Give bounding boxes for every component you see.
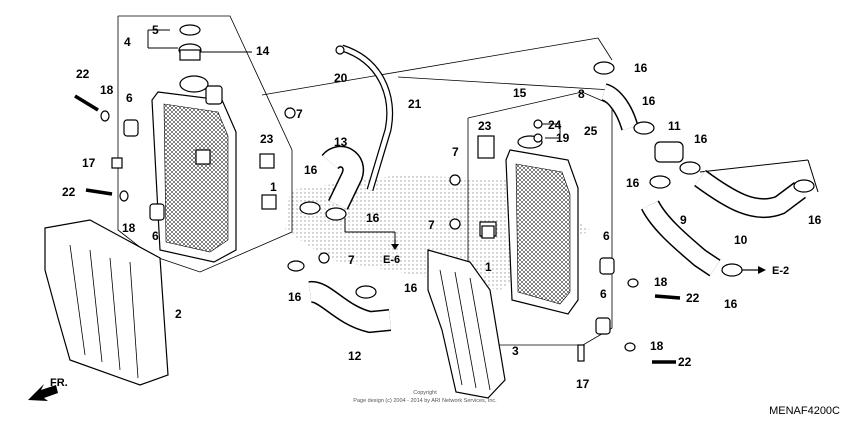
left-radiator — [151, 75, 237, 263]
callout-5: 5 — [152, 23, 159, 37]
callout-22c: 22 — [686, 291, 700, 305]
callout-16g: 16 — [694, 132, 708, 146]
diagram-code: MENAF4200C — [769, 405, 840, 417]
hose-8 — [600, 83, 639, 131]
callout-18a: 18 — [100, 83, 114, 97]
callout-11: 11 — [668, 119, 681, 133]
callout-24: 24 — [548, 118, 562, 132]
callout-3: 3 — [512, 344, 519, 358]
callout-7c: 7 — [452, 145, 459, 159]
misc-parts — [111, 45, 585, 362]
callout-6c: 6 — [603, 229, 610, 243]
reference-labels: E-6 E-2 FR. — [50, 254, 789, 389]
washers — [100, 110, 639, 352]
joint-11 — [654, 141, 684, 163]
callout-2: 2 — [175, 307, 182, 321]
ref-e6: E-6 — [383, 254, 400, 266]
callout-6b: 6 — [152, 229, 159, 243]
callout-16e: 16 — [634, 61, 648, 75]
callout-7d: 7 — [428, 218, 435, 232]
callout-16i: 16 — [808, 213, 822, 227]
right-radiator — [477, 135, 579, 315]
right-shroud — [427, 249, 506, 399]
callout-7a: 7 — [296, 107, 303, 121]
hose-10 — [694, 169, 806, 219]
callout-25: 25 — [584, 124, 598, 138]
overflow-tube — [340, 44, 394, 192]
collars — [284, 107, 461, 264]
callout-20: 20 — [334, 71, 348, 85]
callout-labels: 5 4 14 22 18 6 7 23 17 22 1 18 6 2 20 21… — [62, 23, 822, 391]
reference-arrow-e2 — [742, 266, 766, 274]
callout-12: 12 — [348, 349, 362, 363]
callout-22b: 22 — [62, 185, 76, 199]
callout-16b: 16 — [366, 211, 380, 225]
callout-13: 13 — [334, 135, 348, 149]
callout-16j: 16 — [724, 297, 738, 311]
callout-16f: 16 — [642, 94, 656, 108]
grommets — [123, 119, 615, 335]
copyright-line-2: Page design (c) 2004 - 2014 by ARI Netwo… — [353, 398, 497, 404]
callout-7b: 7 — [348, 253, 355, 267]
left-assembly-outline — [117, 15, 293, 273]
callout-18d: 18 — [650, 339, 664, 353]
callout-17a: 17 — [82, 156, 96, 170]
callout-14: 14 — [256, 44, 270, 58]
callout-19: 19 — [556, 131, 570, 145]
left-shroud — [44, 219, 169, 386]
callout-22d: 22 — [678, 355, 692, 369]
hose-9 — [641, 200, 721, 277]
leader-lines — [147, 29, 819, 245]
ref-e2: E-2 — [772, 265, 789, 277]
callout-17b: 17 — [576, 377, 590, 391]
callout-16h: 16 — [626, 176, 640, 190]
callout-21: 21 — [408, 97, 422, 111]
reference-arrow-e6 — [391, 240, 399, 250]
footer-text: Copyright Page design (c) 2004 - 2014 by… — [353, 390, 840, 417]
callout-6d: 6 — [600, 287, 607, 301]
callout-8: 8 — [578, 87, 585, 101]
callout-16d: 16 — [404, 281, 418, 295]
front-direction-arrow — [28, 384, 58, 401]
callout-23a: 23 — [260, 132, 274, 146]
callout-16c: 16 — [288, 290, 302, 304]
radiator-cap — [178, 24, 202, 61]
callout-15: 15 — [513, 86, 527, 100]
hose-12 — [308, 281, 392, 334]
direction-label: FR. — [50, 377, 68, 389]
callout-22a: 22 — [76, 67, 90, 81]
bolts — [74, 94, 681, 364]
hose-13 — [321, 145, 365, 210]
hose-clamps — [287, 61, 815, 299]
callout-1b: 1 — [485, 260, 492, 274]
callout-4: 4 — [124, 35, 131, 49]
callout-10: 10 — [734, 233, 748, 247]
callout-18c: 18 — [654, 275, 668, 289]
callout-23b: 23 — [478, 119, 492, 133]
callout-1a: 1 — [270, 180, 277, 194]
callout-16a: 16 — [304, 163, 318, 177]
callout-18b: 18 — [122, 221, 136, 235]
copyright-line-1: Copyright — [413, 390, 437, 396]
callout-9: 9 — [680, 213, 687, 227]
callout-6a: 6 — [126, 91, 133, 105]
